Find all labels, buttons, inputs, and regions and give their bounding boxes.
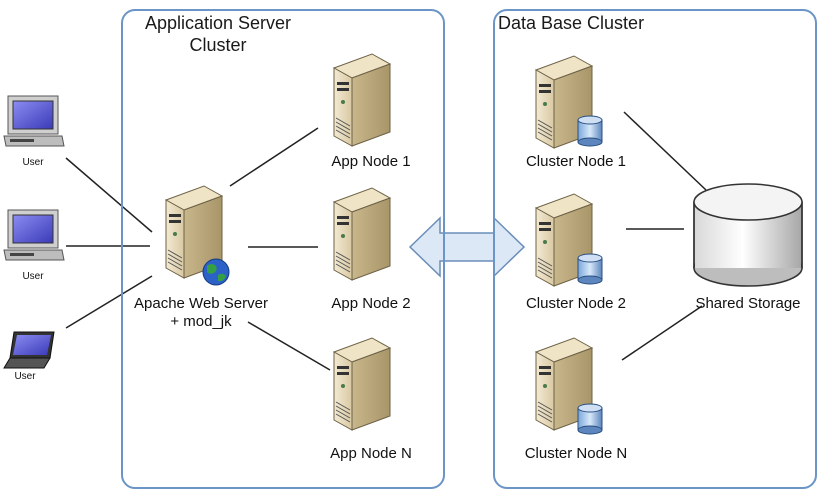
app-node-2-label: App Node 2 bbox=[331, 295, 411, 312]
user-label: User bbox=[14, 371, 36, 382]
cluster-node-2-label: Cluster Node 2 bbox=[525, 295, 627, 312]
bidirectional-arrow-icon bbox=[408, 216, 526, 278]
link-db1-storage bbox=[623, 111, 707, 191]
user-label: User bbox=[22, 271, 44, 282]
shared-storage-label: Shared Storage bbox=[695, 295, 801, 312]
database-icon bbox=[577, 253, 603, 285]
link-web-app1 bbox=[229, 127, 319, 187]
web-server-label-line2: + mod_jk bbox=[170, 313, 232, 330]
laptop-icon bbox=[3, 331, 55, 369]
link-web-appn bbox=[247, 321, 331, 371]
cluster-node-1-label: Cluster Node 1 bbox=[525, 153, 627, 170]
database-icon bbox=[577, 115, 603, 147]
desktop-icon bbox=[3, 209, 65, 261]
link-user1-web bbox=[65, 157, 153, 233]
application-server-cluster bbox=[121, 9, 445, 489]
app-node-1-label: App Node 1 bbox=[331, 153, 411, 170]
app-cluster-title: Application Server Cluster bbox=[122, 12, 314, 56]
db-cluster-title: Data Base Cluster bbox=[498, 13, 645, 33]
globe-icon bbox=[202, 258, 230, 286]
app-node-n-label: App Node N bbox=[330, 445, 412, 462]
database-icon bbox=[577, 403, 603, 435]
link-user3-web bbox=[65, 275, 153, 329]
web-server-label: Apache Web Server + mod_jk bbox=[118, 295, 284, 331]
cluster-node-n-label: Cluster Node N bbox=[524, 445, 628, 462]
app-cluster-title-line1: Application Server bbox=[144, 13, 292, 33]
database-cluster bbox=[493, 9, 817, 489]
app-cluster-title-line2: Cluster bbox=[189, 35, 247, 55]
shared-storage-icon bbox=[693, 183, 803, 287]
link-dbn-storage bbox=[621, 305, 703, 361]
user-label: User bbox=[22, 157, 44, 168]
web-server-label-line1: Apache Web Server bbox=[134, 295, 268, 312]
desktop-icon bbox=[3, 95, 65, 147]
